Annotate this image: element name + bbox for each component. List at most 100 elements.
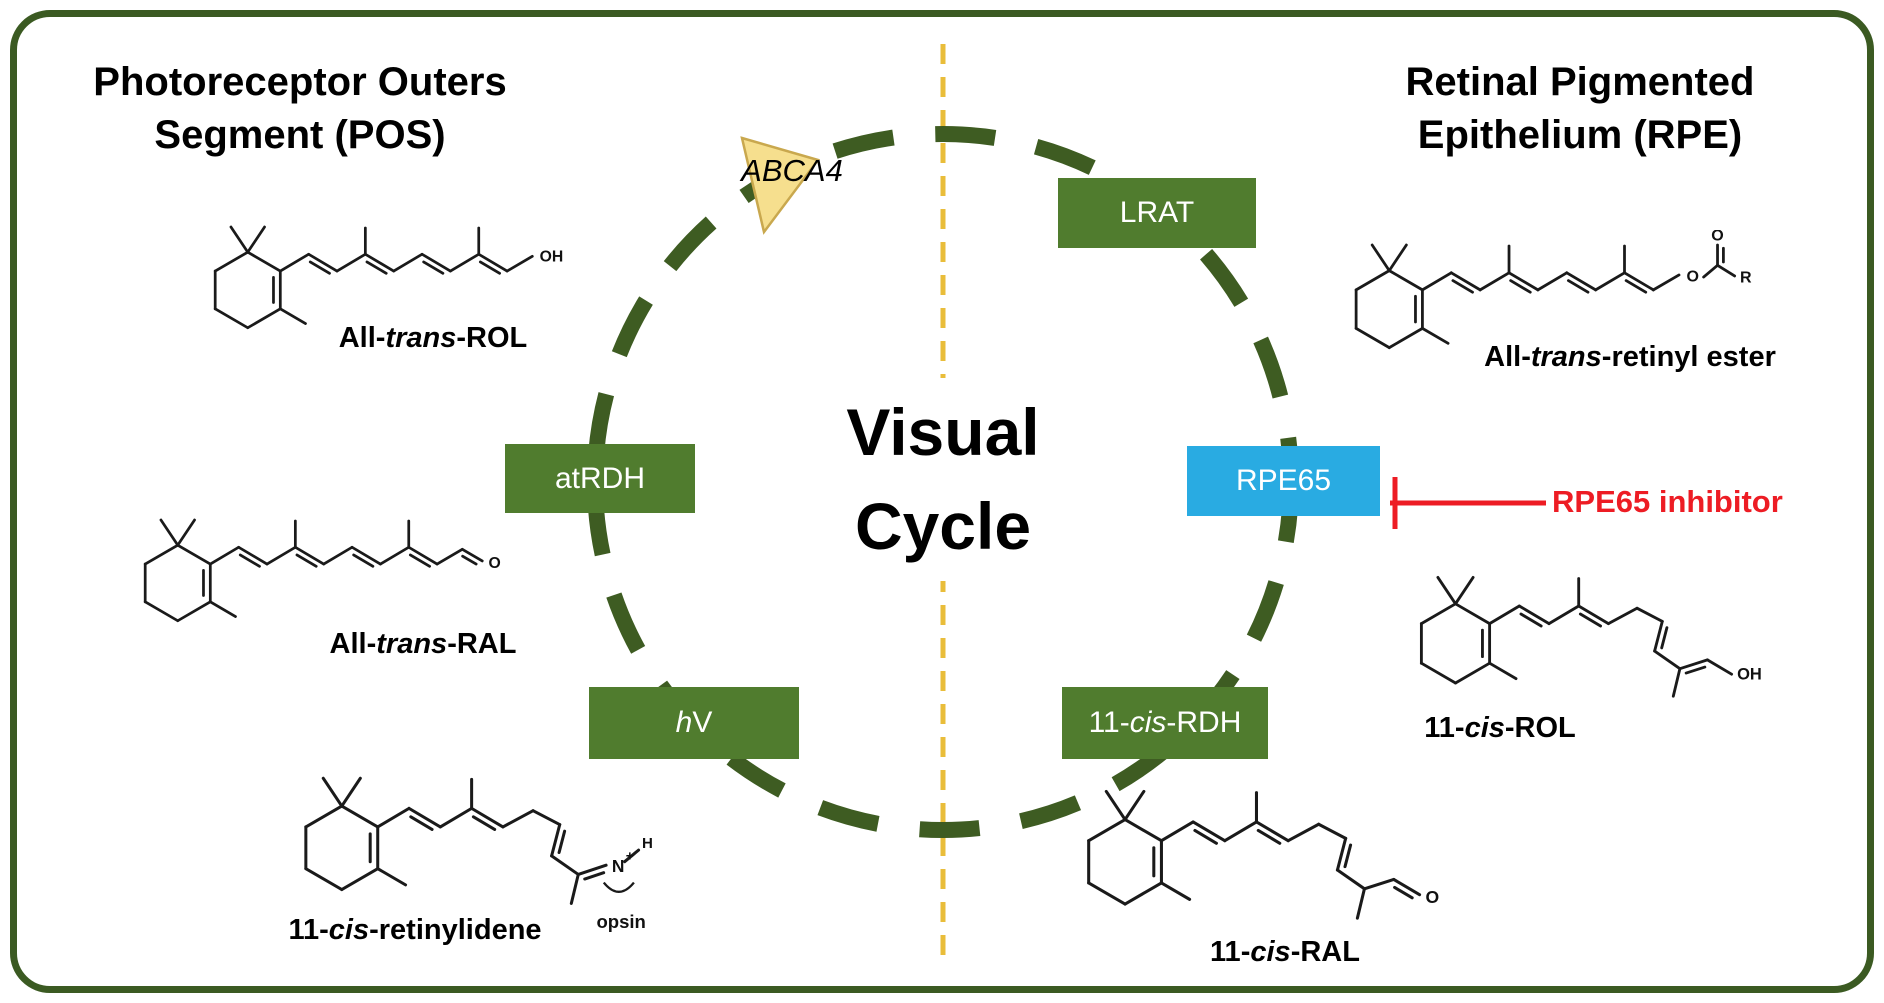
bond	[1387, 243, 1408, 273]
label-part-italic: trans	[385, 322, 457, 354]
bond	[265, 545, 297, 566]
atom-label: OH	[1737, 666, 1762, 684]
bond	[1370, 243, 1391, 273]
label-part: -ROL	[1504, 712, 1576, 744]
bond	[1623, 271, 1655, 292]
rpe-title-line1: Retinal Pigmented	[1405, 60, 1755, 104]
bond	[143, 543, 180, 566]
label-part: All-	[338, 322, 386, 354]
bond	[1536, 271, 1569, 292]
atom-label: N	[612, 856, 625, 876]
rpe-title: Retinal Pigmented Epithelium (RPE)	[1340, 56, 1820, 162]
bond	[1087, 818, 1127, 843]
bond	[379, 545, 411, 566]
bond	[238, 553, 261, 568]
center-title: Visual Cycle	[793, 378, 1093, 582]
bond	[1566, 279, 1590, 294]
bond	[1419, 661, 1457, 685]
bond	[278, 252, 311, 273]
all-trans-rol-structure: OH	[213, 225, 564, 330]
center-title-line1: Visual	[846, 395, 1040, 469]
bond	[1660, 626, 1669, 650]
bond	[1104, 789, 1127, 822]
bond	[1705, 658, 1734, 676]
enzyme-rpe65: RPE65	[1187, 446, 1380, 516]
label-part-italic: cis	[1464, 712, 1505, 744]
bond	[1678, 658, 1709, 671]
bond	[1256, 828, 1282, 845]
bond	[1716, 263, 1737, 278]
bond	[1702, 263, 1719, 279]
bond	[422, 260, 445, 275]
bond	[1317, 822, 1348, 840]
atom-label: O	[489, 555, 501, 572]
bond	[1354, 269, 1391, 292]
label-part: -retinyl ester	[1601, 341, 1776, 373]
all-trans-retinyl-ester-structure: O O R	[1354, 230, 1752, 350]
rpe-title-line2: Epithelium (RPE)	[1417, 112, 1743, 157]
label-text: atRDH	[554, 461, 645, 495]
label-part: -RAL	[447, 628, 517, 660]
enzyme-atrdh: atRDH	[505, 444, 695, 513]
abca4-triangle	[740, 136, 821, 235]
bond	[461, 554, 478, 566]
enzyme-lrat: LRAT	[1058, 178, 1256, 248]
bond	[363, 252, 396, 273]
bond	[1671, 667, 1682, 698]
11-cis-ral-structure: O	[1087, 789, 1439, 920]
bond	[1488, 661, 1518, 681]
label-part: -retinylidene	[369, 914, 542, 946]
pos-title: Photoreceptor Outers Segment (POS)	[60, 56, 540, 162]
bond	[531, 809, 562, 827]
atom-label: OH	[540, 249, 564, 266]
bond	[1488, 604, 1521, 626]
bond	[295, 553, 318, 568]
label-part-italic: cis	[1129, 706, 1167, 739]
atom-label: H	[642, 835, 653, 852]
bond	[1454, 575, 1475, 606]
11-cis-rol-label: 11-cis-ROL	[1300, 712, 1700, 745]
atom-label: R	[1740, 268, 1752, 286]
bond	[1123, 881, 1163, 906]
bond	[176, 518, 196, 547]
pos-title-line1: Photoreceptor Outers	[93, 60, 507, 104]
bond	[576, 863, 608, 876]
bond	[293, 545, 326, 566]
atom-label: O	[1711, 230, 1723, 245]
label-part: 11-	[1088, 706, 1130, 739]
bond	[159, 518, 180, 547]
bond	[321, 776, 344, 808]
bond	[1087, 881, 1127, 906]
bond	[1123, 818, 1163, 843]
bond	[1653, 619, 1664, 653]
all-trans-retinyl-ester-label: All-trans-retinyl ester	[1380, 341, 1880, 374]
label-part-italic: trans	[376, 628, 448, 660]
bond	[471, 815, 497, 831]
label-part: 11-	[1424, 712, 1465, 744]
bond	[1449, 271, 1482, 292]
bond	[505, 254, 534, 273]
bond	[1419, 602, 1457, 626]
label-part: V	[692, 706, 713, 739]
bond	[1547, 604, 1581, 626]
bond	[1577, 604, 1610, 626]
bond	[1519, 612, 1543, 628]
bond	[550, 854, 580, 876]
bond	[304, 867, 344, 892]
bond	[420, 252, 452, 273]
label-text: LRAT	[1119, 196, 1195, 229]
bond	[1335, 836, 1348, 872]
bond	[213, 307, 250, 330]
opsin-brace	[602, 881, 635, 893]
atom-label: O	[1687, 267, 1699, 285]
bond	[246, 225, 266, 254]
bond	[246, 250, 282, 273]
bond	[322, 545, 354, 566]
bond	[340, 804, 380, 829]
label-part: All-	[329, 628, 377, 660]
bond	[1223, 820, 1259, 843]
bond	[1578, 612, 1602, 628]
bond	[408, 553, 431, 568]
